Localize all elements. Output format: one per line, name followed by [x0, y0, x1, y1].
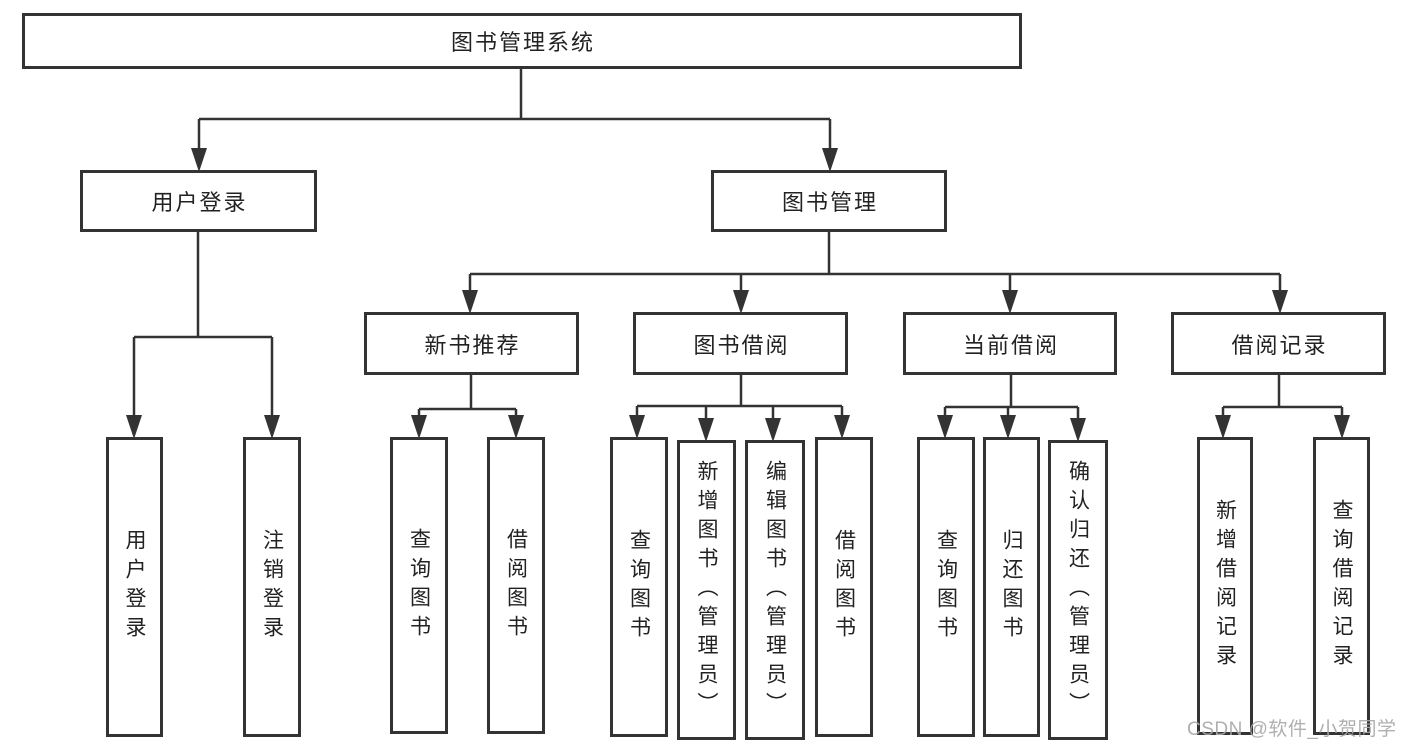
node-label: 查询图书 — [407, 527, 431, 644]
node-label: 查询借阅记录 — [1330, 499, 1353, 673]
node-borrow-books-recommend: 借阅图书 — [487, 437, 545, 734]
node-user-login-leaf: 用户登录 — [106, 437, 163, 737]
node-current-borrow: 当前借阅 — [903, 312, 1117, 375]
node-query-borrow-record: 查询借阅记录 — [1313, 437, 1370, 735]
node-return-books: 归还图书 — [983, 437, 1040, 737]
node-label: 归还图书 — [1000, 529, 1023, 645]
node-label: 用户登录 — [123, 529, 146, 645]
node-library-system: 图书管理系统 — [22, 13, 1022, 69]
node-query-books-recommend: 查询图书 — [390, 437, 448, 734]
node-label: 新增图书（管理员） — [695, 459, 718, 721]
node-label: 查询图书 — [934, 529, 958, 645]
node-book-borrow: 图书借阅 — [633, 312, 848, 375]
node-label: 图书管理 — [781, 190, 878, 215]
node-label: 图书管理系统 — [450, 30, 595, 55]
node-label: 查询图书 — [627, 529, 651, 645]
node-label: 注销登录 — [260, 529, 284, 645]
node-label: 借阅图书 — [504, 527, 528, 644]
node-label: 编辑图书（管理员） — [763, 459, 787, 721]
node-new-book-recommend: 新书推荐 — [364, 312, 579, 375]
node-add-book-admin: 新增图书（管理员） — [677, 440, 736, 740]
node-book-management: 图书管理 — [711, 170, 947, 232]
node-label: 借阅图书 — [832, 529, 856, 645]
node-borrow-books-leaf: 借阅图书 — [815, 437, 873, 737]
node-label: 当前借阅 — [962, 332, 1059, 358]
node-user-login: 用户登录 — [80, 170, 317, 232]
node-label: 新书推荐 — [424, 332, 521, 358]
node-edit-book-admin: 编辑图书（管理员） — [745, 440, 805, 740]
node-logout: 注销登录 — [243, 437, 301, 737]
node-label: 图书借阅 — [693, 332, 790, 358]
node-label: 确认归还（管理员） — [1066, 459, 1090, 721]
node-query-books-current: 查询图书 — [917, 437, 975, 737]
node-query-books-borrow: 查询图书 — [610, 437, 668, 737]
node-borrow-records: 借阅记录 — [1171, 312, 1386, 375]
csdn-watermark: CSDN @软件_小贺同学 — [1187, 719, 1397, 740]
node-label: 用户登录 — [151, 190, 248, 215]
node-label: 新增借阅记录 — [1213, 499, 1237, 673]
node-confirm-return-admin: 确认归还（管理员） — [1048, 440, 1108, 740]
node-add-borrow-record: 新增借阅记录 — [1197, 437, 1253, 735]
node-label: 借阅记录 — [1231, 332, 1328, 358]
arrowheads — [126, 148, 1350, 442]
